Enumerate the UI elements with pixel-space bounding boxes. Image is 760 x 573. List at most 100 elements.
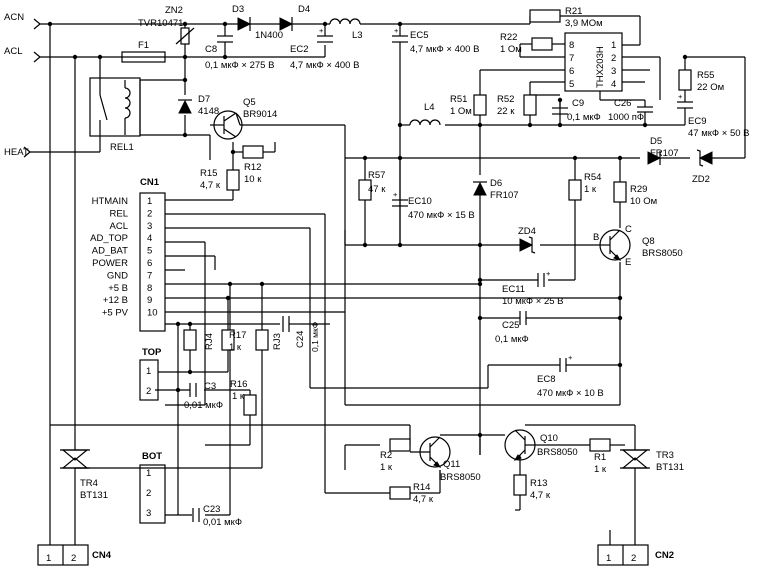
cn1-pin-number: 6 [147,258,152,269]
rj3-resistor: RJ3 [255,329,283,351]
rel1-ref: REL1 [110,142,134,153]
zn2-varistor: ZN2 TVR10471 [138,5,195,45]
r55-ref: R55 [697,70,714,81]
r17-value: 1 к [229,342,242,353]
d3-d4-value: 1N400 [255,30,283,41]
r17-resistor: R17 1 к [221,329,246,353]
ec8-value: 470 мкФ × 10 В [537,388,604,399]
thx-pin-7: 7 [569,53,574,64]
r21-resistor: R21 3,9 МОм [529,6,603,29]
acl-label: ACL [4,46,22,57]
c24-ref: C24 [295,331,306,348]
r1-value: 1 к [594,464,607,475]
d6-ref: D6 [490,178,502,189]
ec5-value: 4,7 мкФ × 400 В [410,44,479,55]
q10-transistor: Q10 BRS8050 [504,429,578,461]
c9-capacitor: C9 0,1 мкФ [552,98,601,123]
ec10-value: 470 мкФ × 15 В [408,210,475,221]
d7-value: 4148 [198,106,219,117]
cn1-pin-number: 2 [147,208,152,219]
r52-resistor: R52 22 к [497,94,537,117]
l3-ref: L3 [352,30,363,41]
cn1-ref: CN1 [140,177,160,188]
c8-ref: C8 [205,44,217,55]
cn1-signal-label: +5 PV [102,308,129,319]
r14-ref: R14 [413,482,430,493]
tr4-value: BT131 [80,490,108,501]
ec5-capacitor: + EC5 4,7 мкФ × 400 В [392,26,479,55]
r52-ref: R52 [497,94,514,105]
cn1-pin-number: 4 [147,233,152,244]
cn2-pin-2: 2 [631,553,636,564]
ec10-capacitor: + EC10 470 мкФ × 15 В [392,158,475,221]
ec11-plus: + [546,269,551,278]
cn2-connector: 1 2 CN2 [597,544,674,566]
thx-pin-2: 2 [611,53,616,64]
r16-resistor: R16 1 к [230,379,257,416]
cn1-pin-number: 10 [147,308,158,319]
bot-pin-1: 1 [146,468,151,479]
c25-value: 0,1 мкФ [495,334,529,345]
ec8-capacitor: + EC8 470 мкФ × 10 В [537,353,604,399]
q10-ref: Q10 [540,433,558,444]
c26-ref: C26 [614,98,631,109]
cn1-signal-label: AD_BAT [92,246,128,257]
d4-diode: D4 [279,4,310,31]
r54-value: 1 к [584,184,597,195]
q8-term-e: E [625,257,631,268]
cn1-signal-label: POWER [92,258,128,269]
r17-ref: R17 [229,330,246,341]
ec11-ref: EC11 [502,284,525,295]
r1-ref: R1 [594,452,606,463]
r52-value: 22 к [497,106,515,117]
rj3-ref: RJ3 [272,333,283,350]
cn1-pin-number: 5 [147,246,152,257]
d3-diode: D3 [232,4,252,31]
zd2-ref: ZD2 [692,174,710,185]
d6-value: FR107 [490,190,519,201]
r29-value: 10 Ом [630,196,657,207]
c3-ref: C3 [204,381,216,392]
thx-pin-5: 5 [569,79,574,90]
rj4-resistor: RJ4 [183,329,215,351]
ec2-plus: + [319,26,324,35]
thx-pin-6: 6 [569,66,574,77]
r57-value: 47 к [368,184,386,195]
bot-connector: BOT 1 2 3 [139,451,166,524]
bot-pin-2: 2 [146,488,151,499]
l4-ref: L4 [424,102,435,113]
c26-value: 1000 пФ [608,112,644,123]
ec11-value: 10 мкФ × 25 В [502,296,564,307]
ec9-plus: + [678,92,683,101]
q10-value: BRS8050 [537,447,578,458]
r15-ref: R15 [200,168,217,179]
r57-ref: R57 [368,170,385,181]
r13-value: 4,7 к [530,490,551,501]
c26-capacitor: C26 1000 пФ [608,98,653,123]
f1-ref: F1 [138,40,149,51]
r22-resistor: R22 1 Ом [500,32,553,55]
cn1-pin-number: 8 [147,283,152,294]
q11-transistor: Q11 BRS8050 [410,436,481,483]
r15-resistor: R15 4,7 к [200,168,240,191]
r12-resistor: R12 10 к [242,145,264,185]
q8-term-b: B [593,232,599,243]
ec5-ref: EC5 [410,30,428,41]
d5-diode: D5 FR107 [647,136,679,165]
c23-capacitor: C23 0,01 мкФ [192,504,242,528]
cn2-pin-1: 1 [606,553,611,564]
rj4-ref: RJ4 [204,333,215,350]
d6-diode: D6 FR107 [473,178,519,201]
q5-transistor: Q5 BR9014 [213,97,277,140]
q11-value: BRS8050 [440,472,481,483]
d7-diode: D7 4148 [178,94,219,117]
r51-ref: R51 [450,94,467,105]
r16-ref: R16 [230,379,247,390]
r55-resistor: R55 22 Ом [678,69,724,93]
ec10-plus: + [393,190,398,199]
r2-resistor: R2 1 к [380,438,411,473]
cn1-signal-label: AD_TOP [90,233,128,244]
tr3-triac: TR3 BT131 [620,449,684,473]
thx-pin-1: 1 [611,40,616,51]
r21-value: 3,9 МОм [565,18,603,29]
